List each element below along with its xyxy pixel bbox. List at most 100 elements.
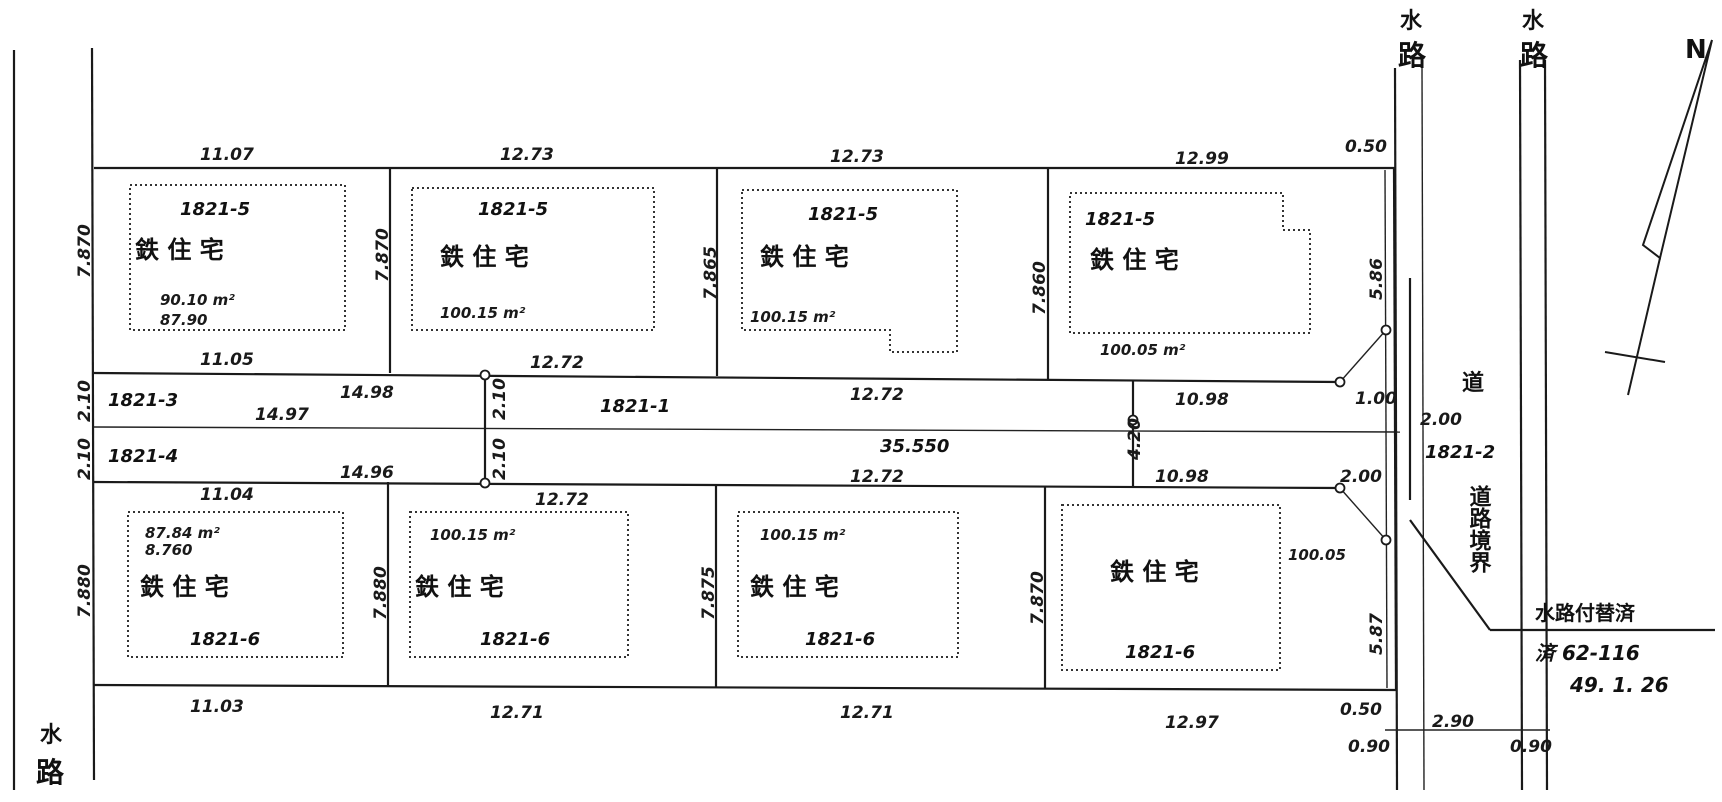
note-line-3: 49. 1. 26	[1569, 673, 1669, 697]
chamfer-upper	[1339, 329, 1387, 383]
pin-upper-right	[1334, 376, 1346, 388]
dim-090-right: 0.90	[1510, 737, 1552, 757]
building-bottom-3	[737, 511, 959, 658]
lot-1821-1: 1821-1	[600, 396, 670, 417]
bottom-side-dim-1: 7.880	[75, 564, 95, 618]
north-label: N	[1685, 35, 1707, 65]
top-lot-label-1: 1821-5	[180, 199, 250, 220]
left-boundary-line	[90, 47, 96, 781]
top-building-3: 鉄 住 宅	[760, 243, 849, 271]
dim-upper-mid: 12.72	[530, 353, 584, 373]
bottom-building-1: 鉄 住 宅	[140, 573, 229, 601]
building-top-3	[741, 189, 958, 353]
bottom-area-1b: 8.760	[145, 541, 192, 559]
dim-090-left: 0.90	[1348, 737, 1390, 757]
top-area-3: 100.15 m²	[750, 308, 836, 326]
pin-upper-edge	[1380, 324, 1392, 336]
dim-100: 1.00	[1355, 389, 1397, 409]
chamfer-lower	[1339, 487, 1387, 541]
north-arrow-icon: N	[1604, 35, 1713, 396]
dim-lower-mid: 12.72	[535, 490, 589, 510]
top-area-1: 90.10 m²	[160, 291, 235, 309]
right-parcel-edge	[1392, 167, 1398, 691]
bottom-area-2: 100.15 m²	[430, 526, 516, 544]
top-dim-4: 12.99	[1175, 149, 1229, 169]
top-dim-2: 12.73	[500, 145, 554, 165]
bottom-area-1: 87.84 m²	[145, 524, 220, 542]
waterway-top-left-1: 水	[1400, 9, 1423, 34]
right-edge-inner	[1384, 169, 1388, 689]
top-building-1: 鉄 住 宅	[135, 236, 224, 264]
top-building-2: 鉄 住 宅	[440, 243, 529, 271]
dim-587: 5.87	[1367, 613, 1387, 655]
bottom-lot-label-3: 1821-6	[805, 629, 875, 650]
building-top-2	[411, 187, 655, 331]
pin-lower-edge	[1380, 534, 1392, 546]
dim-upper-left: 11.05	[200, 350, 254, 370]
bottom-building-2: 鉄 住 宅	[415, 573, 504, 601]
dim-200-upper: 2.00	[1340, 467, 1382, 487]
dim-586: 5.86	[1367, 258, 1387, 300]
dim-upper-mid2: 12.72	[850, 385, 904, 405]
pin-lane-left-top	[479, 369, 491, 381]
bottom-building-4: 鉄 住 宅	[1110, 558, 1199, 586]
top-building-4: 鉄 住 宅	[1090, 246, 1179, 274]
width-left-upper: 2.10	[75, 380, 95, 422]
bottom-side-dim-4: 7.870	[1028, 571, 1048, 625]
width-lane-lower: 2.10	[490, 438, 510, 480]
dim-lot3-mid: 14.97	[255, 405, 309, 425]
waterway-top-left-2: 路	[1398, 39, 1427, 72]
bottom-building-3: 鉄 住 宅	[750, 573, 839, 601]
road-boundary-label: 道路境界	[1466, 484, 1492, 574]
dim-lot3-top: 14.98	[340, 383, 394, 403]
dim-lower-left: 11.04	[200, 485, 254, 505]
dim-290: 2.90	[1432, 712, 1474, 732]
top-side-dim-2: 7.870	[373, 228, 393, 282]
building-top-4	[1069, 192, 1311, 334]
width-lane-upper: 2.10	[490, 378, 510, 420]
bottom-side-dim-2: 7.880	[371, 566, 391, 620]
building-bottom-2	[409, 511, 629, 658]
width-left-lower: 2.10	[75, 438, 95, 480]
bottom-lot-label-4: 1821-6	[1125, 642, 1195, 663]
pin-lower-right	[1334, 482, 1346, 494]
bottom-lot-label-1: 1821-6	[190, 629, 260, 650]
bottom-parcel-line	[93, 683, 1397, 692]
bottom-side-dim-3: 7.875	[699, 566, 719, 620]
center-area: 35.550	[880, 436, 949, 457]
pin-lane-left-bottom	[479, 477, 491, 489]
note-line-1: 水路付替済	[1535, 601, 1636, 625]
dim-lower-mid2: 12.72	[850, 467, 904, 487]
top-area-1b: 87.90	[160, 311, 207, 329]
bottom-lot-label-2: 1821-6	[480, 629, 550, 650]
waterway-top-right-2: 路	[1520, 39, 1549, 72]
top-lot-label-4: 1821-5	[1085, 209, 1155, 230]
dim-200-right: 2.00	[1420, 410, 1462, 430]
dim-lot4-bottom: 14.96	[340, 463, 394, 483]
waterway-top-right-1: 水	[1522, 9, 1545, 34]
right-waterway-line-2	[1421, 67, 1425, 791]
lot-1821-2: 1821-2	[1425, 442, 1495, 463]
top-dim-1: 11.07	[200, 145, 254, 165]
lot-1821-3: 1821-3	[108, 390, 178, 411]
top-lot-label-2: 1821-5	[478, 199, 548, 220]
dim-lower-right: 10.98	[1155, 467, 1209, 487]
bottom-area-4: 100.05	[1288, 546, 1346, 564]
pin-lane-right	[1127, 414, 1139, 426]
top-area-2: 100.15 m²	[440, 304, 526, 322]
top-area-4: 100.05 m²	[1100, 341, 1186, 359]
dim-upper-right: 10.98	[1175, 390, 1229, 410]
lane-center-line	[93, 426, 1401, 433]
top-side-dim-1: 7.870	[75, 224, 95, 278]
note-line-2: 済 62-116	[1535, 641, 1640, 665]
bottom-dim-1: 11.03	[190, 697, 244, 717]
top-dim-3: 12.73	[830, 147, 884, 167]
lot-1821-4: 1821-4	[108, 446, 178, 467]
bottom-dim-4: 12.97	[1165, 713, 1219, 733]
waterway-bottom-left-2: 路	[36, 756, 65, 789]
top-side-dim-3: 7.865	[701, 246, 721, 300]
bottom-dim-3: 12.71	[840, 703, 894, 723]
road-label: 道	[1462, 370, 1484, 396]
road-boundary-diagonal	[1409, 519, 1491, 631]
